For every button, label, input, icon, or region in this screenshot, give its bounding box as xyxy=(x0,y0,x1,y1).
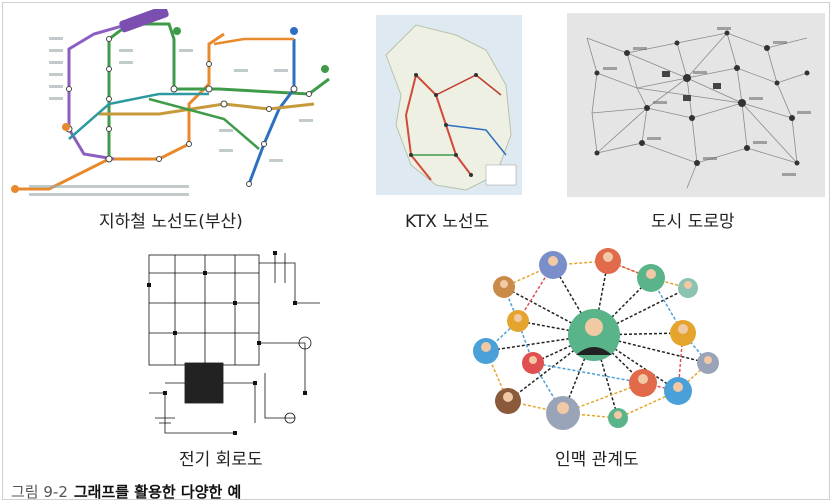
caption-city-road: 도시 도로망 xyxy=(651,212,735,232)
subway-map-illustration xyxy=(9,9,353,205)
figure-number: 그림 9-2 xyxy=(11,483,68,501)
figure-caption: 그림 9-2 그래프를 활용한 다양한 예 xyxy=(11,481,241,502)
subway-map-panel xyxy=(9,9,353,205)
social-network-illustration xyxy=(463,243,725,433)
caption-circuit: 전기 회로도 xyxy=(179,450,263,470)
social-network-panel xyxy=(463,243,725,433)
figure-title: 그래프를 활용한 다양한 예 xyxy=(73,483,242,501)
circuit-illustration xyxy=(145,243,323,439)
caption-ktx: KTX 노선도 xyxy=(405,212,490,232)
city-road-illustration xyxy=(567,13,825,197)
circuit-panel xyxy=(145,243,323,439)
caption-subway: 지하철 노선도(부산) xyxy=(99,212,243,232)
city-road-panel xyxy=(567,13,825,197)
ktx-map-panel xyxy=(376,15,522,195)
ktx-map-illustration xyxy=(376,15,522,195)
caption-social: 인맥 관계도 xyxy=(555,450,639,470)
